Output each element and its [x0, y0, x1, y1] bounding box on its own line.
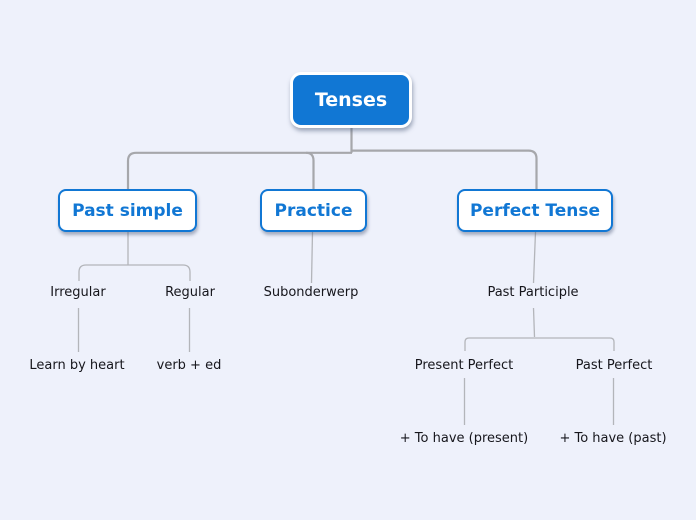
connector-practice-sub: [310, 231, 314, 284]
node-to-have-present[interactable]: + To have (present): [399, 431, 529, 446]
node-practice[interactable]: Practice: [260, 189, 367, 232]
connector-perfect-sub: [532, 231, 537, 284]
node-regular[interactable]: Regular: [165, 285, 215, 300]
node-perfect-tense-label: Perfect Tense: [469, 200, 601, 221]
node-learn-by-heart[interactable]: Learn by heart: [29, 358, 125, 373]
node-tenses[interactable]: Tenses: [290, 72, 412, 128]
node-present-perfect[interactable]: Present Perfect: [414, 358, 514, 373]
node-past-participle[interactable]: Past Participle: [487, 285, 579, 300]
node-tenses-label: Tenses: [314, 89, 388, 111]
node-practice-label: Practice: [274, 200, 353, 221]
connector-pastsimple-bus: [78, 264, 191, 281]
connector-bus-left: [126, 151, 352, 190]
node-verb-ed[interactable]: verb + ed: [156, 358, 222, 373]
node-past-simple-label: Past simple: [72, 200, 183, 221]
node-perfect-tense[interactable]: Perfect Tense: [457, 189, 613, 232]
connector-participle-bus: [464, 337, 615, 351]
node-subonderwerp[interactable]: Subonderwerp: [263, 285, 359, 300]
connector-participle-drop: [532, 307, 536, 338]
node-past-simple[interactable]: Past simple: [58, 189, 197, 232]
connector-bus-right: [351, 149, 538, 190]
node-to-have-past[interactable]: + To have (past): [559, 431, 667, 446]
node-irregular[interactable]: Irregular: [50, 285, 106, 300]
node-past-perfect[interactable]: Past Perfect: [575, 358, 653, 373]
connector-practice-drop: [305, 151, 315, 190]
